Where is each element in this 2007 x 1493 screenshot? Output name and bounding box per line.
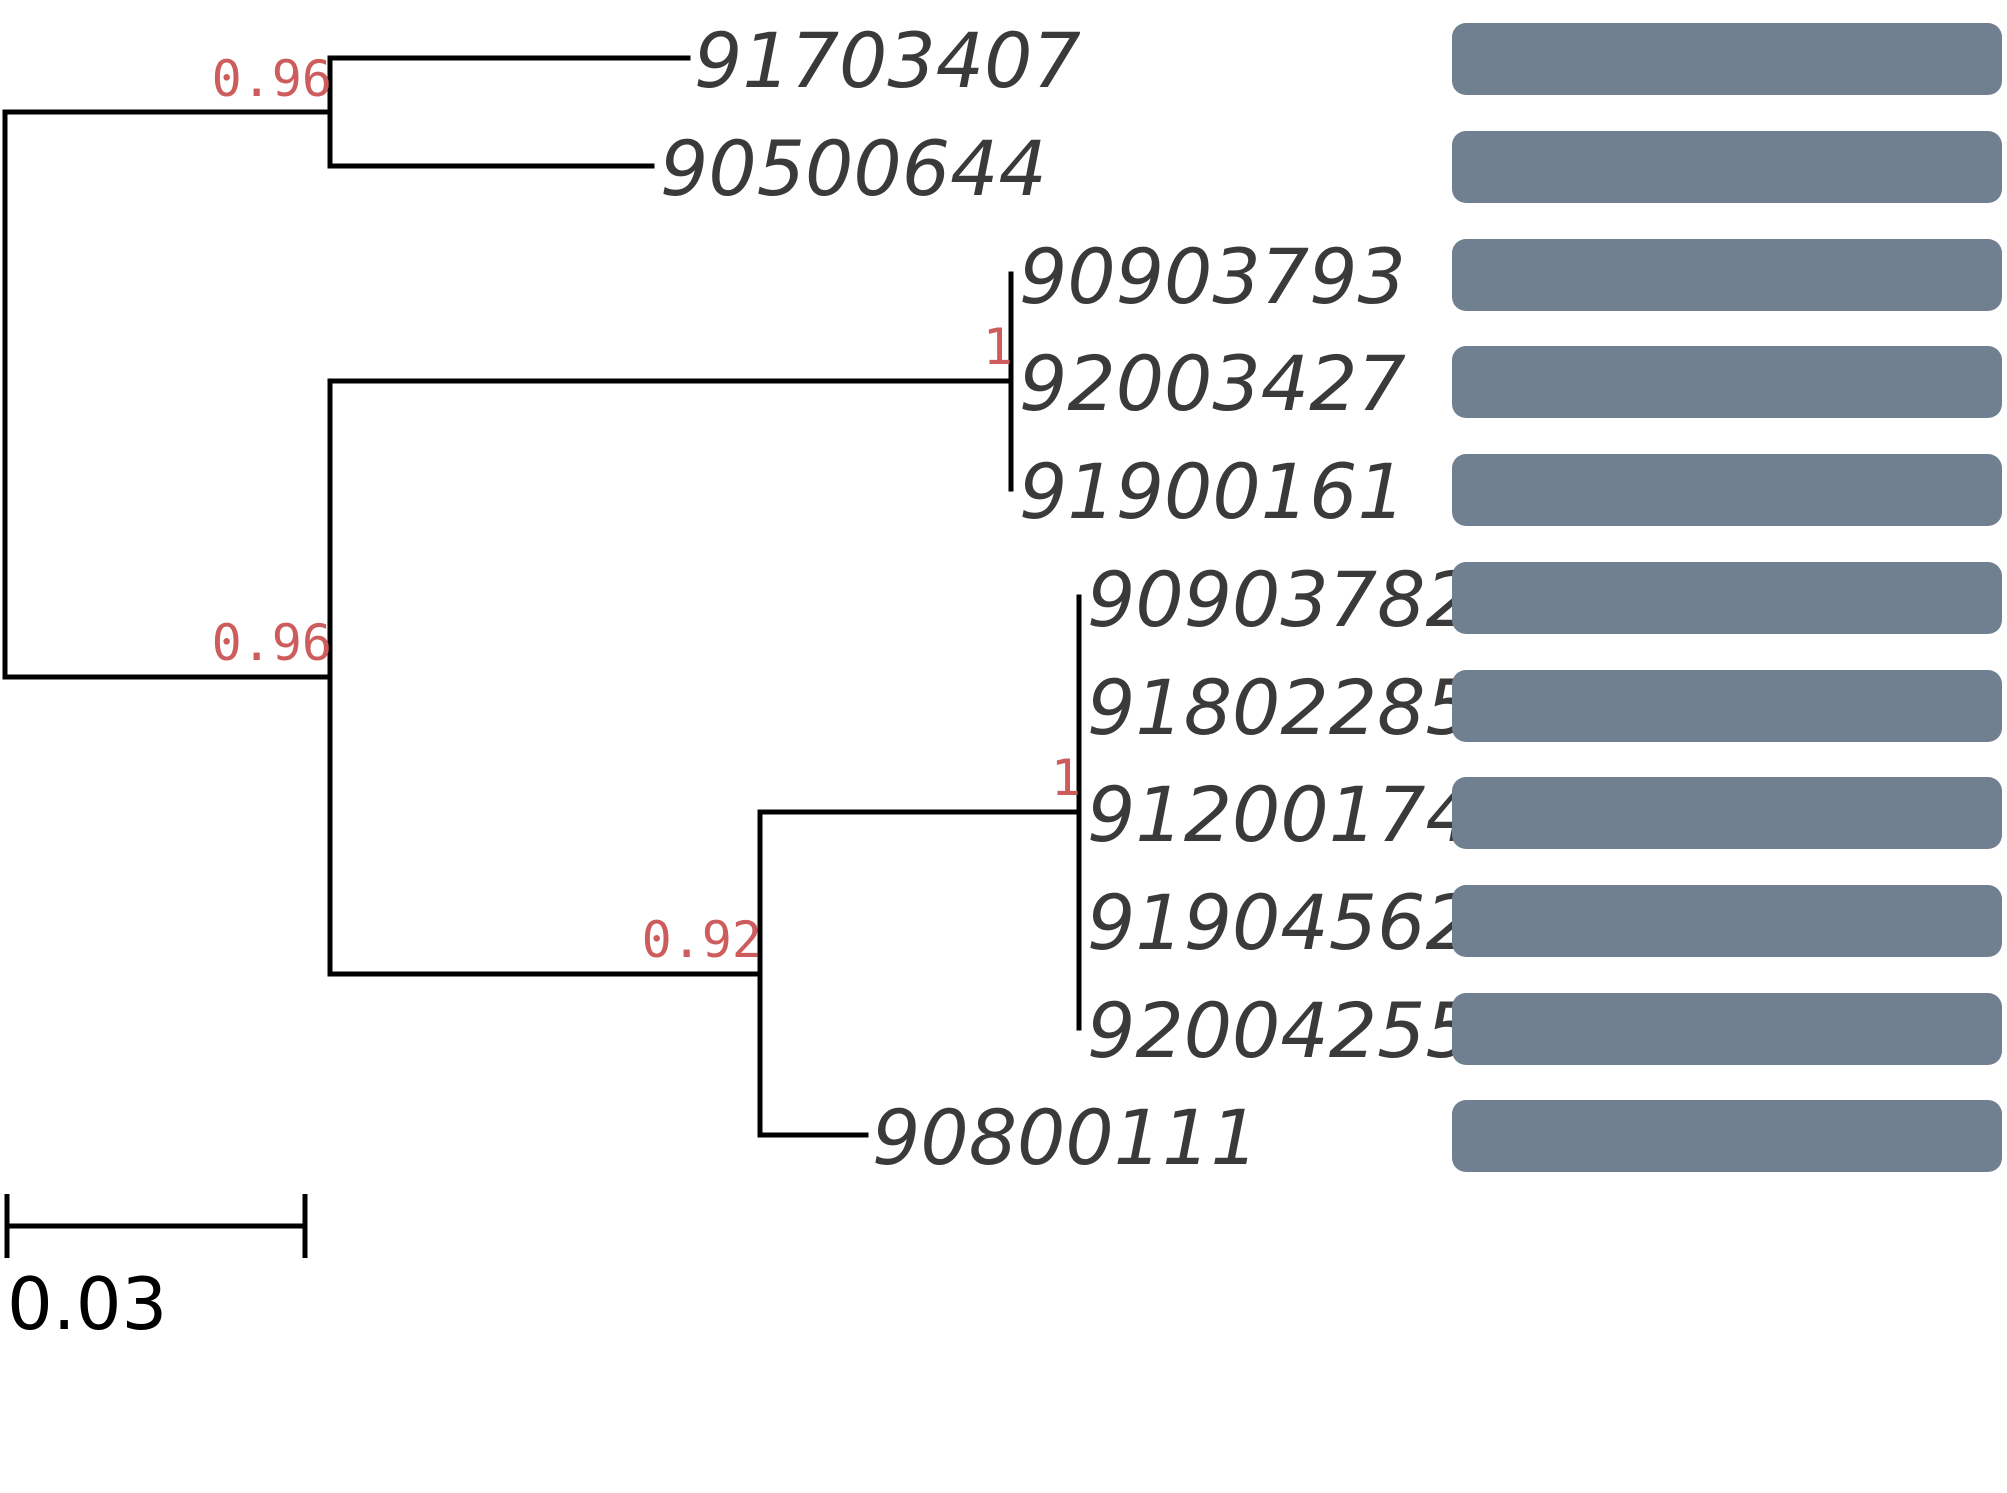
annotation-bar (1452, 346, 2002, 418)
leaf-label: 90500644 (660, 124, 1047, 213)
annotation-bar (1452, 670, 2002, 742)
annotation-bar (1452, 1100, 2002, 1172)
annotation-bar (1452, 777, 2002, 849)
leaf-label: 90903793 (1019, 232, 1406, 321)
scale-bar: 0.03 (4, 1194, 308, 1346)
annotation-bar (1452, 562, 2002, 634)
leaf-label: 91802285 (1087, 663, 1474, 752)
annotation-bar (1452, 23, 2002, 95)
annotation-bar (1452, 993, 2002, 1065)
annotation-bar (1452, 239, 2002, 311)
leaf-labels: 91703407 90500644 90903793 92003427 9190… (660, 16, 1474, 1182)
scale-bar-label: 0.03 (7, 1262, 167, 1346)
leaf-label: 90800111 (872, 1093, 1259, 1182)
annotation-bars (1452, 23, 2002, 1172)
support-values: 0.96 1 0.96 1 0.92 (212, 50, 1081, 969)
leaf-label: 91703407 (694, 16, 1081, 105)
leaf-label: 91200174 (1087, 770, 1474, 859)
annotation-bar (1452, 454, 2002, 526)
annotation-bar (1452, 885, 2002, 957)
tree-branches (2, 55, 1082, 1138)
leaf-label: 91900161 (1019, 447, 1406, 536)
leaf-label: 91904562 (1087, 878, 1474, 967)
support-value-clade-d: 0.92 (642, 911, 762, 969)
support-value-clade-a: 0.96 (212, 50, 332, 108)
annotation-bar (1452, 131, 2002, 203)
leaf-label: 90903782 (1087, 555, 1474, 644)
leaf-label: 92004255 (1087, 986, 1474, 1075)
support-value-clade-c: 1 (983, 318, 1013, 376)
support-value-clade-b: 0.96 (212, 614, 332, 672)
support-value-clade-e: 1 (1051, 749, 1081, 807)
leaf-label: 92003427 (1019, 339, 1406, 428)
